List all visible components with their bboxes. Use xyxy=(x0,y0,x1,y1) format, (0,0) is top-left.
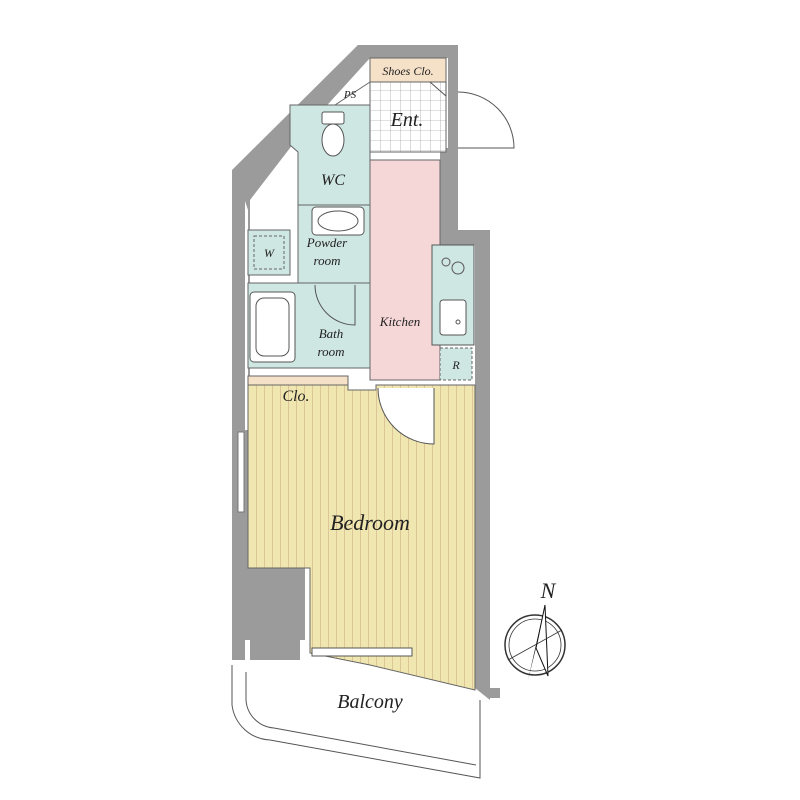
bedroom xyxy=(247,384,476,691)
shoes-closet xyxy=(369,57,447,83)
compass-icon: N xyxy=(504,578,566,680)
bath-room-label-1: Bath xyxy=(319,326,344,341)
compass-north-label: N xyxy=(540,578,557,603)
kitchen xyxy=(369,159,441,381)
balcony xyxy=(231,665,481,779)
entrance-door xyxy=(457,91,515,149)
bath-room-label-2: room xyxy=(318,344,345,359)
refrigerator-label: R xyxy=(451,358,460,372)
entrance-label: Ent. xyxy=(390,109,424,131)
balcony-label: Balcony xyxy=(337,691,403,713)
closet-label: Clo. xyxy=(282,388,309,405)
bedroom-label: Bedroom xyxy=(330,510,410,535)
washer-label: W xyxy=(264,246,275,260)
ps-label: PS xyxy=(343,89,357,101)
washer-space xyxy=(247,229,291,276)
wc-label: WC xyxy=(321,172,345,189)
powder-room-label-1: Powder xyxy=(306,235,348,250)
shoes-closet-label: Shoes Clo. xyxy=(382,64,433,78)
powder-room-label-2: room xyxy=(314,253,341,268)
exterior-walls xyxy=(232,45,500,700)
balcony-window xyxy=(311,647,413,657)
refrigerator xyxy=(439,347,473,381)
kitchen-label: Kitchen xyxy=(379,314,420,329)
